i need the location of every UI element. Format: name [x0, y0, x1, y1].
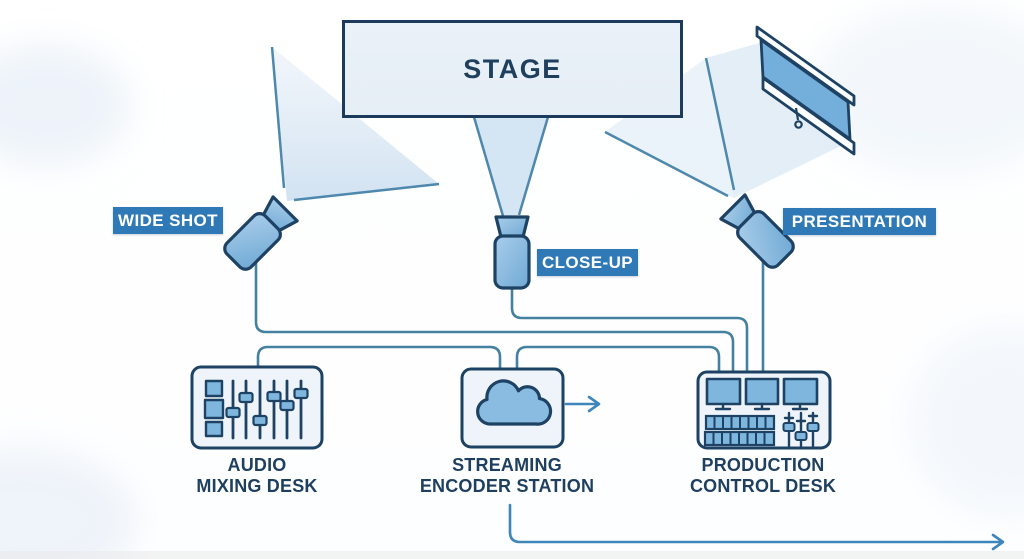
presentation-badge: PRESENTATION	[783, 208, 936, 235]
monitors-icon	[705, 377, 819, 411]
encoder-output-arrow	[564, 395, 601, 413]
mini-faders-icon	[782, 411, 820, 448]
close-up-badge-label: CLOSE-UP	[541, 252, 634, 272]
production-control-desk-label: PRODUCTION CONTROL DESK	[689, 455, 837, 496]
cloud-icon	[476, 379, 553, 426]
audio-mixing-desk-box	[190, 365, 324, 450]
wide-shot-badge: WIDE SHOT	[113, 207, 223, 234]
production-control-desk-box	[696, 370, 832, 450]
streaming-encoder-label: STREAMING ENCODER STATION	[419, 455, 595, 496]
cable-close-to-desk	[510, 286, 749, 376]
audio-mixing-desk-label: AUDIO MIXING DESK	[196, 455, 318, 496]
bottom-edge-strip	[0, 551, 1024, 559]
cable-encoder-to-desk	[515, 345, 721, 376]
presentation-camera-icon	[719, 193, 795, 269]
stream-output-arrow	[508, 503, 1005, 551]
cable-wide-to-desk	[254, 248, 735, 376]
projection-screen-icon	[755, 25, 856, 156]
presentation-cone	[604, 42, 851, 198]
presentation-badge-label: PRESENTATION	[791, 211, 928, 231]
stage-box: STAGE	[342, 20, 683, 118]
wide-shot-camera-icon	[223, 195, 299, 271]
close-up-badge: CLOSE-UP	[537, 249, 638, 276]
cables	[254, 248, 765, 376]
stage-label: STAGE	[463, 53, 562, 84]
background-washes	[0, 5, 1024, 559]
streaming-encoder-box	[460, 367, 565, 449]
wide-shot-cone	[270, 46, 440, 202]
wide-shot-badge-label: WIDE SHOT	[118, 210, 218, 230]
mixer-faders-icon	[203, 379, 309, 440]
button-grid-icon	[703, 414, 776, 447]
close-up-cone	[472, 116, 550, 217]
cable-audio-to-encoder	[256, 345, 502, 373]
close-up-camera-icon	[493, 215, 531, 290]
